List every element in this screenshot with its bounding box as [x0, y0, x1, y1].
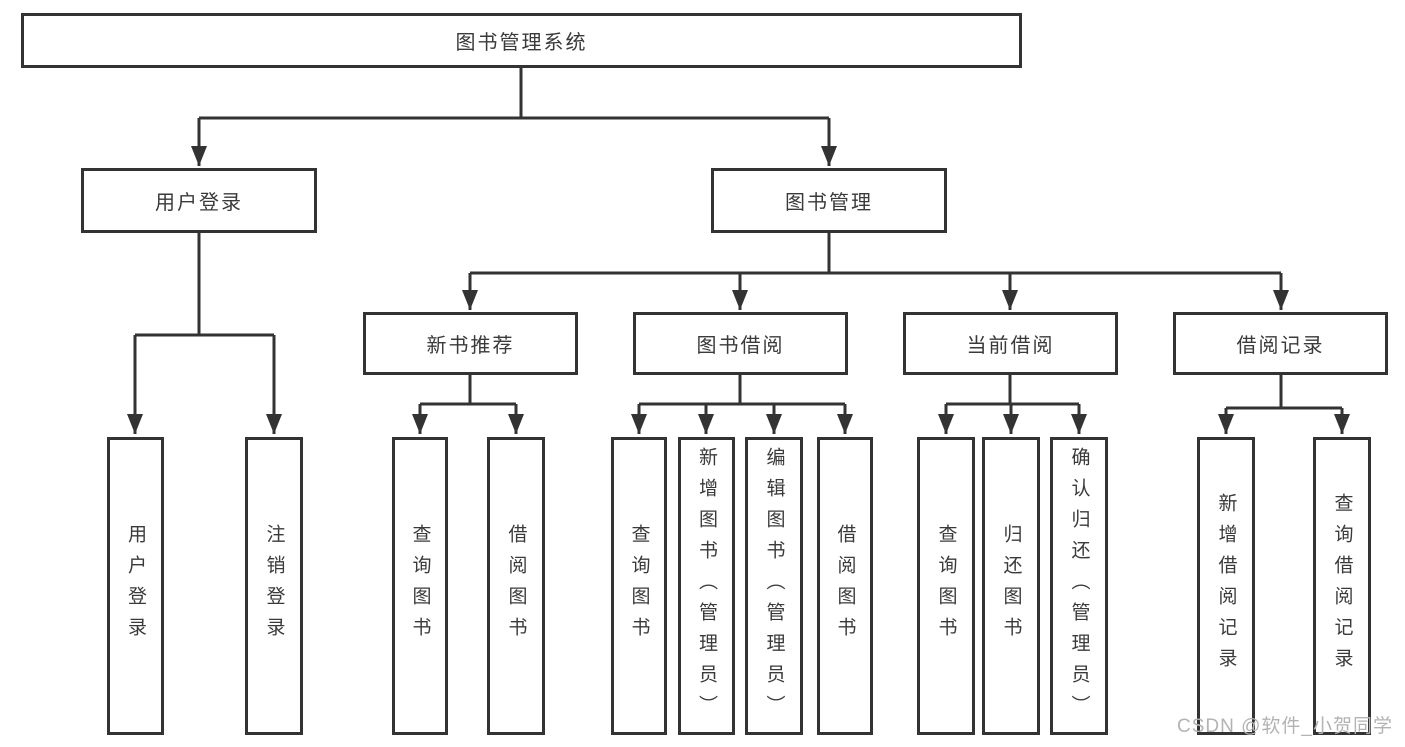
- leaf-confirm-return-admin: 确认归还（管理员）: [1050, 437, 1108, 735]
- leaf-add-book-admin-label: 新增图书（管理员）: [696, 446, 717, 726]
- node-user-login: 用户登录: [81, 168, 317, 233]
- leaf-edit-book-admin: 编辑图书（管理员）: [745, 437, 803, 735]
- node-book-borrow: 图书借阅: [633, 312, 848, 375]
- leaf-query-borrow-record-label: 查询借阅记录: [1331, 493, 1353, 679]
- leaf-query-borrow-record: 查询借阅记录: [1313, 437, 1371, 735]
- leaf-add-borrow-record-label: 新增借阅记录: [1215, 493, 1237, 679]
- leaf-user-login: 用户登录: [107, 437, 164, 735]
- leaf-borrow-book-recommend: 借阅图书: [487, 437, 545, 735]
- leaf-logout-login-label: 注销登录: [263, 524, 285, 648]
- leaf-user-login-label: 用户登录: [125, 524, 146, 648]
- leaf-query-book-current-label: 查询图书: [935, 524, 957, 648]
- leaf-query-book-borrow-label: 查询图书: [628, 524, 650, 648]
- node-current-borrow: 当前借阅: [903, 312, 1118, 375]
- leaf-borrow-book-label: 借阅图书: [834, 524, 856, 648]
- node-book-management: 图书管理: [711, 168, 947, 233]
- leaf-query-book-current: 查询图书: [917, 437, 975, 735]
- leaf-borrow-book: 借阅图书: [817, 437, 873, 735]
- leaf-query-book-recommend-label: 查询图书: [409, 524, 431, 648]
- leaf-edit-book-admin-label: 编辑图书（管理员）: [763, 446, 785, 726]
- leaf-return-book-label: 归还图书: [1000, 524, 1022, 648]
- leaf-query-book-recommend: 查询图书: [392, 437, 448, 735]
- node-root-system: 图书管理系统: [21, 13, 1022, 68]
- leaf-return-book: 归还图书: [982, 437, 1040, 735]
- node-borrow-records: 借阅记录: [1173, 312, 1388, 375]
- leaf-confirm-return-admin-label: 确认归还（管理员）: [1068, 446, 1090, 726]
- node-new-book-recommend: 新书推荐: [363, 312, 578, 375]
- leaf-add-borrow-record: 新增借阅记录: [1197, 437, 1255, 735]
- leaf-borrow-book-recommend-label: 借阅图书: [505, 524, 527, 648]
- watermark: CSDN @软件_小贺同学: [1177, 716, 1393, 737]
- leaf-add-book-admin: 新增图书（管理员）: [678, 437, 735, 735]
- leaf-logout-login: 注销登录: [245, 437, 303, 735]
- leaf-query-book-borrow: 查询图书: [611, 437, 667, 735]
